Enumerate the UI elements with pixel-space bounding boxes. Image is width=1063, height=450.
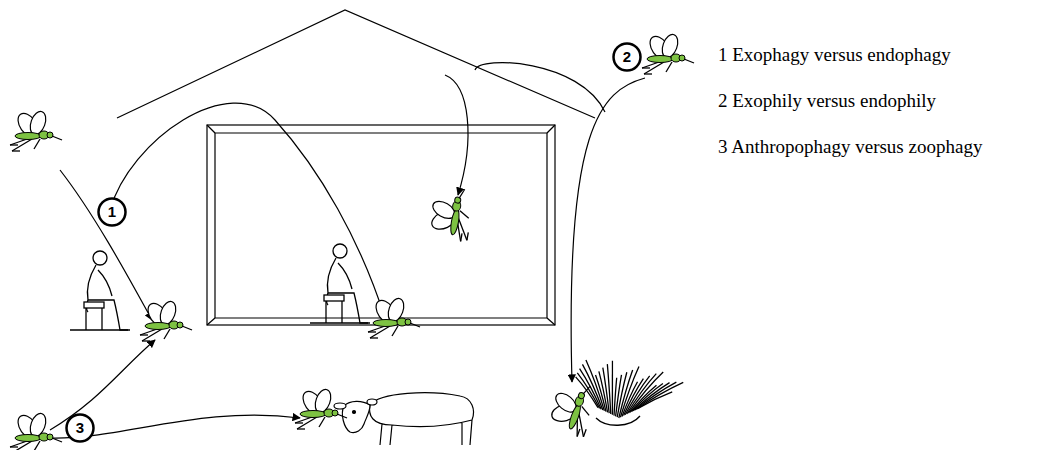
mosquitoes: [10, 32, 694, 450]
flight-paths: [50, 63, 645, 438]
callout-number: 3: [65, 413, 95, 443]
callout-number: 1: [97, 197, 127, 227]
house: [117, 10, 595, 325]
vegetation: [576, 360, 684, 425]
callout-circle: 1: [97, 197, 127, 227]
callout-circle: 3: [65, 413, 95, 443]
key-text: 2 Exophily versus endophily: [718, 90, 936, 112]
callout-number: 2: [612, 42, 642, 72]
key-text: 1 Exophagy versus endophagy: [718, 44, 951, 66]
key-text: 3 Anthropophagy versus zoophagy: [718, 136, 982, 158]
callout-circle: 2: [612, 42, 642, 72]
person-outdoor: [70, 251, 130, 330]
cow: [334, 393, 474, 445]
